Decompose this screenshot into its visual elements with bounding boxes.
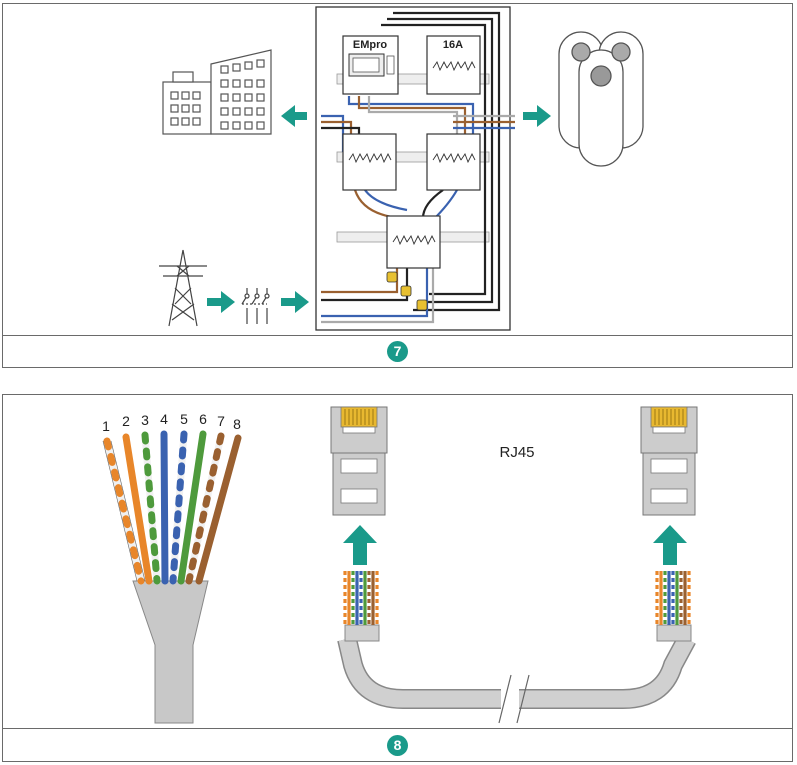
- step-badge: 8: [387, 734, 408, 756]
- breaker-label: 16A: [443, 39, 463, 51]
- distribution-board: EMpro 16A: [315, 6, 515, 331]
- wire-number: 4: [160, 411, 168, 427]
- step-7-panel: EMpro 16A: [2, 3, 793, 368]
- step-8-panel: 1 2 3 4 5 6 7 8: [2, 394, 793, 762]
- rj45-wiring-diagram: 1 2 3 4 5 6 7 8: [102, 406, 698, 724]
- step-badge: 7: [387, 341, 408, 362]
- wire-number: 1: [102, 418, 110, 434]
- arrow-up-icon: [343, 525, 377, 565]
- wire-number: 6: [199, 411, 207, 427]
- step-7-footer: 7: [3, 335, 792, 367]
- wire-number: 5: [180, 411, 188, 427]
- terminal-clamp: [386, 271, 428, 311]
- rj45-plug-right: [640, 406, 698, 516]
- rj45-plug-left: [330, 406, 388, 516]
- breaker-module: [342, 133, 397, 191]
- arrow-right-icon: [207, 291, 235, 313]
- charging-station-icon: [558, 31, 644, 167]
- arrow-up-icon: [653, 525, 687, 565]
- wire-number: 8: [233, 416, 241, 432]
- arrow-left-icon: [281, 105, 307, 127]
- isolator-switch-icon: [241, 288, 270, 324]
- patch-cable: [337, 571, 696, 724]
- breaker-module: [426, 133, 481, 191]
- ethernet-cable-end: [102, 430, 242, 724]
- arrow-right-icon: [281, 291, 309, 313]
- breaker-16a: 16A: [426, 35, 481, 95]
- arrow-right-icon: [523, 105, 551, 127]
- wiring-diagram: EMpro 16A: [159, 6, 644, 331]
- wire-number: 2: [122, 413, 130, 429]
- step-8-footer: 8: [3, 728, 792, 761]
- power-pylon-icon: [159, 249, 207, 327]
- wire-number: 7: [217, 413, 225, 429]
- breaker-module: [386, 215, 441, 269]
- energy-meter: EMpro: [342, 35, 399, 95]
- building-icon: [162, 49, 272, 135]
- meter-label: EMpro: [353, 39, 388, 51]
- connector-label: RJ45: [499, 444, 534, 461]
- wire-number: 3: [141, 412, 149, 428]
